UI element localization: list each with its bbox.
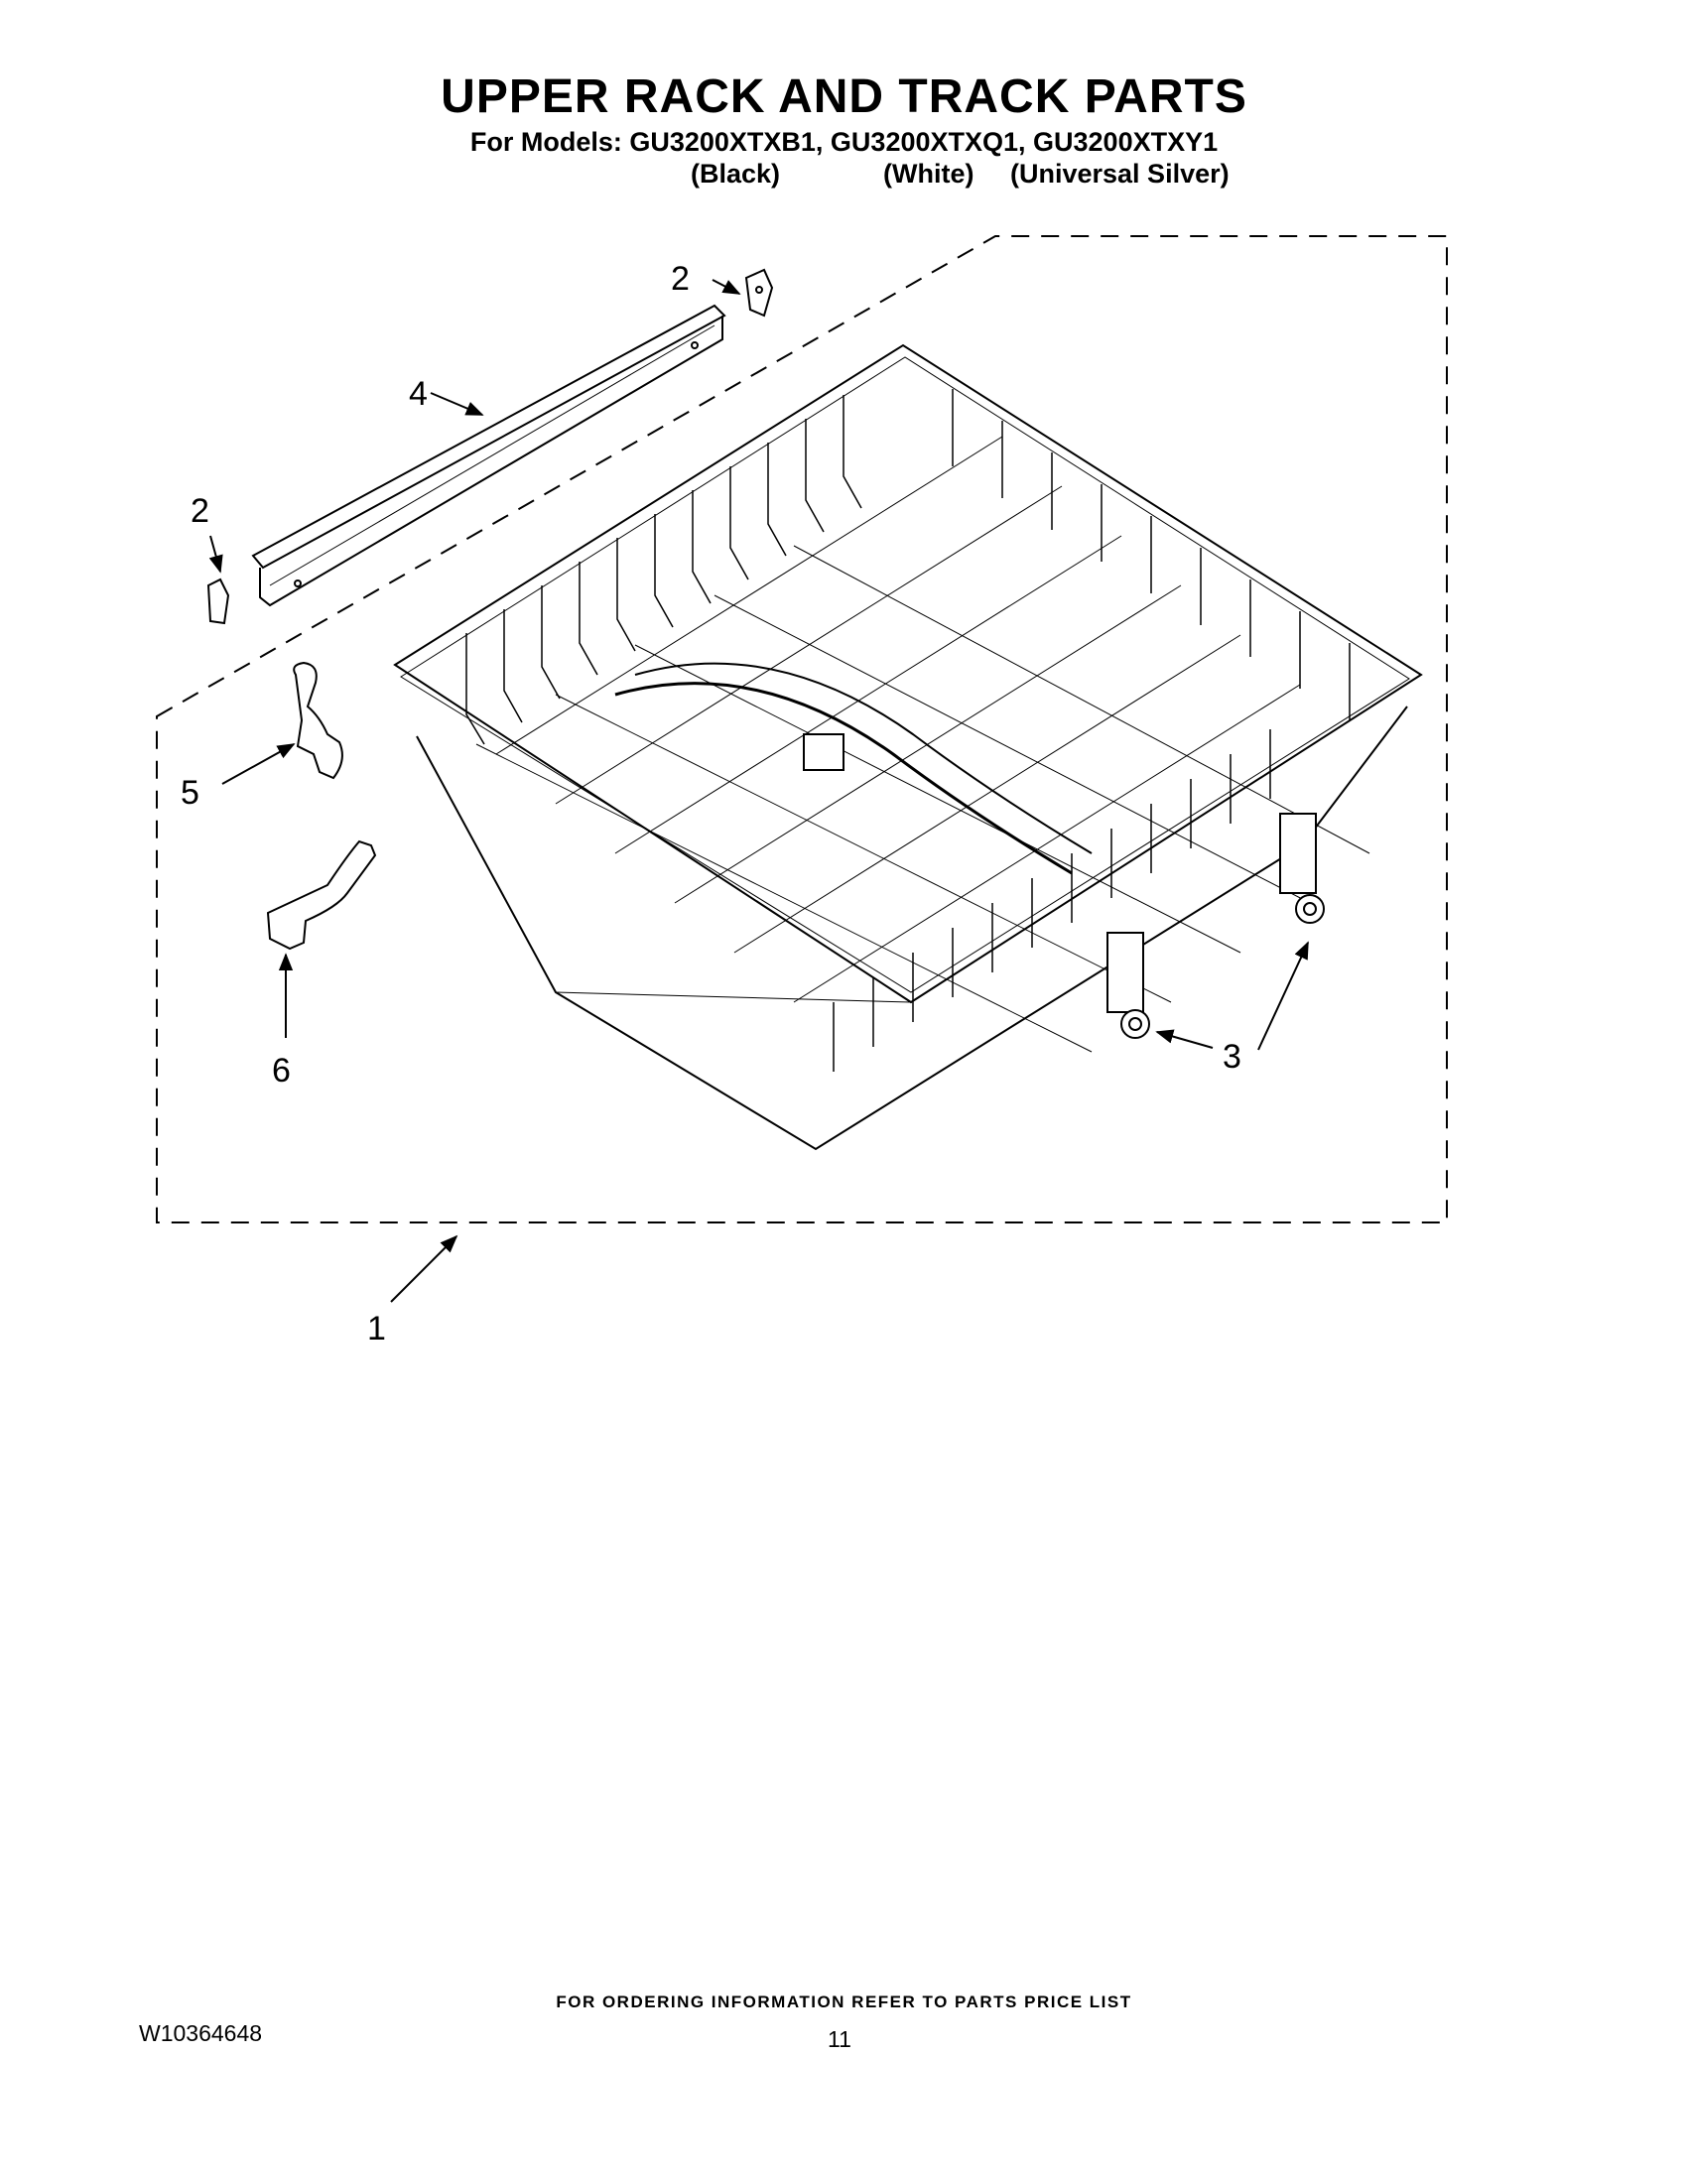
callout-6: 6 bbox=[272, 1052, 291, 1090]
track-stop-top bbox=[744, 268, 774, 318]
rack-adjuster-front bbox=[1106, 932, 1150, 1039]
callout-2-top: 2 bbox=[671, 260, 690, 298]
assembly-boundary bbox=[156, 235, 1448, 1223]
clip-part bbox=[293, 661, 343, 780]
rack-adjuster-right bbox=[1279, 813, 1325, 924]
upper-rack bbox=[393, 343, 1423, 1151]
bracket-part bbox=[266, 839, 377, 951]
color-white: (White) bbox=[883, 159, 974, 189]
callout-5: 5 bbox=[181, 774, 199, 812]
callout-1: 1 bbox=[367, 1310, 386, 1348]
document-number: W10364648 bbox=[139, 2020, 263, 2046]
track-stop-left bbox=[206, 578, 230, 625]
callout-3: 3 bbox=[1223, 1038, 1241, 1076]
callout-4: 4 bbox=[409, 375, 428, 413]
track-part bbox=[251, 304, 726, 607]
ordering-info: FOR ORDERING INFORMATION REFER TO PARTS … bbox=[556, 1992, 1132, 2011]
page-title: UPPER RACK AND TRACK PARTS bbox=[441, 70, 1247, 123]
color-universal-silver: (Universal Silver) bbox=[1010, 159, 1230, 189]
page-number: 11 bbox=[828, 2026, 851, 2052]
callout-2-left: 2 bbox=[191, 492, 209, 530]
color-black: (Black) bbox=[691, 159, 781, 189]
models-line: For Models: GU3200XTXB1, GU3200XTXQ1, GU… bbox=[469, 127, 1219, 157]
